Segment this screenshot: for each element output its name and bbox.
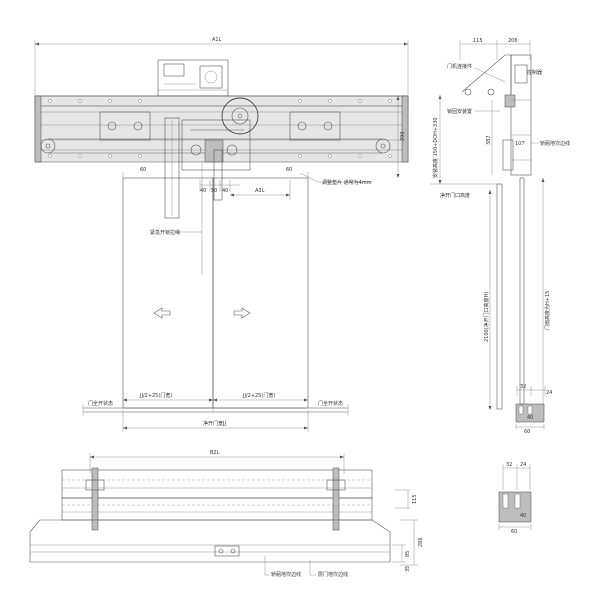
label-emergency-rope: 紧急开锁拉绳	[150, 230, 181, 236]
label-side-206: 206	[508, 38, 518, 44]
label-profile-60: 60	[511, 529, 518, 535]
label-side-24: 24	[546, 390, 553, 396]
label-landing-sill-line: 层门地坎边线	[318, 572, 349, 578]
label-50: 50	[211, 188, 218, 194]
side-sill	[515, 386, 546, 430]
label-profile-40: 40	[520, 513, 527, 519]
label-open-right: 门全开状态	[318, 401, 344, 407]
label-profile-32: 32	[506, 462, 513, 468]
label-machine-bracket: 门机连接件	[447, 64, 473, 70]
label-a1l: A1L	[212, 37, 222, 43]
label-install-height: 安装高度 150+DOH+330	[433, 117, 439, 178]
label-top-35: 35	[405, 565, 411, 572]
top-view	[29, 453, 418, 576]
label-door-height: 2100(净开门口高度H)	[484, 291, 490, 342]
label-car-sill-line-side: 轿厢地坎边线	[540, 141, 571, 147]
sill-profile	[498, 464, 532, 530]
label-half-width-left: JJ/2+25(门宽)	[140, 393, 173, 399]
label-290: 290	[400, 131, 406, 141]
motor-box	[157, 59, 229, 97]
label-leaf-height: 门扇高度为H+15	[545, 290, 551, 330]
label-side-32: 32	[520, 384, 527, 390]
label-open-left: 门全开状态	[88, 401, 114, 407]
label-40-right: 40	[222, 188, 229, 194]
label-clear-height: 净开门口高度	[440, 193, 471, 199]
label-387: 387	[486, 135, 492, 145]
label-side-40: 40	[527, 415, 534, 421]
front-small-dims	[176, 96, 400, 233]
front-bottom-dims	[82, 392, 349, 432]
label-profile-24: 24	[520, 462, 527, 468]
label-b2l: B2L	[210, 450, 220, 456]
label-40-left: 40	[200, 188, 207, 194]
label-adjust-note: 调整垫片 通常为4mm	[322, 180, 372, 186]
label-lock-device: 锁固安装置	[447, 109, 473, 115]
label-top-286: 286	[418, 537, 424, 547]
label-half-width-right: JJ/2+25(门宽)	[243, 393, 276, 399]
dim-a1l	[34, 40, 409, 95]
label-side-60: 60	[524, 429, 531, 435]
front-view	[34, 40, 409, 432]
label-controller: 控制器	[527, 70, 543, 76]
label-side-115: 115	[473, 38, 483, 44]
label-top-115: 115	[412, 494, 418, 504]
label-60-left: 60	[140, 167, 147, 173]
side-view	[430, 40, 546, 430]
label-clear-width: 净开门宽JJ	[203, 421, 226, 427]
header-beam	[34, 95, 409, 171]
label-a3l: A3L	[255, 188, 265, 194]
label-car-sill-line-top: 轿厢地坎边线	[271, 572, 302, 578]
label-top-85: 85	[405, 550, 411, 557]
label-60-right: 60	[286, 167, 293, 173]
label-107: 107	[515, 141, 525, 147]
